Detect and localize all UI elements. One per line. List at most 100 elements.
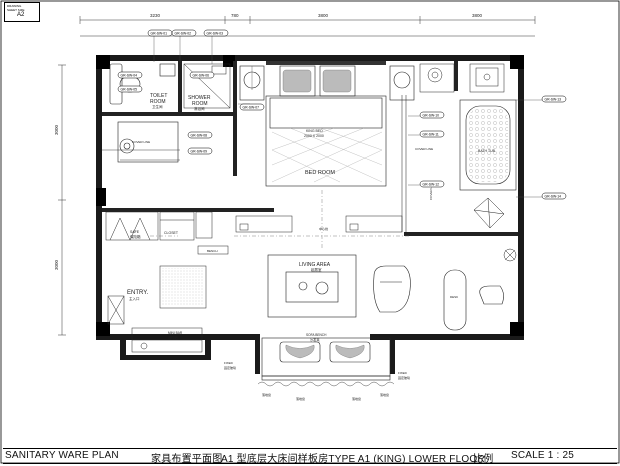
center-dash-lines [150,190,410,250]
bed-quilt-pattern [271,127,383,183]
top-dim-4: 3800 [472,13,483,18]
left-dim-2: 3000 [54,259,59,270]
scale-cn: 比例 [473,454,494,465]
entry-rug-fill [162,268,204,306]
fixture-tag: GR-SW-05 [117,85,143,93]
mini-bar-label: MINI BAR [168,331,183,335]
fixture-tag-label: GR-SW-10 [423,113,440,117]
closet-label: CLOSET [164,231,179,235]
shower-room-label2: ROOM [192,101,208,107]
window-label-2: 落地窗 [296,396,305,401]
fixed-glass-label-1: FIXED [224,361,234,365]
fixture-tag-label: GR-SW-03 [207,31,224,35]
bench-label: BENCH [207,249,218,253]
toilet-room-label: TOILET [150,93,167,99]
fixture-tag-label: GR-SW-14 [545,194,562,198]
cover-line-label-3: COVER LINE [429,182,433,200]
fixture-tag: GR-SW-10 [419,111,445,119]
room-type: A1 型底层大床间样板房TYPE A1 (KING) LOWER FLOOR [221,454,485,465]
living-rug [267,254,357,318]
window-label-3: 落地窗 [352,396,361,401]
center-line-label: 中心线 [319,226,328,231]
safe-label: SAFE [130,230,140,234]
leader-lines [153,36,546,198]
living-area-cn: 起居室 [311,267,322,272]
left-dimension-chain [58,64,66,336]
top-dim-3: 3800 [318,13,329,18]
bath-tub-label: BATH TUB [478,149,496,153]
entry-cn: 主入口 [129,296,140,301]
king-bed-size: 2000 X 2000 [304,134,324,138]
entry-rug [159,265,207,309]
fixture-tag: GR-SW-12 [419,180,445,188]
scale-value: SCALE 1 : 25 [511,450,574,461]
tv-console [235,215,403,233]
structural-columns [96,55,524,336]
sofa-bench-label: SOFA BENCH [306,333,327,337]
top-dim-1: 3230 [150,13,161,18]
fixture-tag: GR-SW-01 [147,29,173,37]
fixture-tag: GR-SW-02 [171,29,197,37]
bath-tub [459,99,517,191]
window-label-4: 落地窗 [380,392,389,397]
bed-headboard [266,61,386,65]
fixture-tag-label: GR-SW-12 [423,182,440,186]
king-bed [239,65,415,187]
decor-cabinet [473,197,517,262]
fixture-tag: GR-SW-11 [419,130,445,138]
interior-walls [102,61,518,236]
fixture-tag-label: GR-SW-05 [121,87,138,91]
desk-label: DESK [450,295,458,299]
left-dim-1: 3000 [54,124,59,135]
fixture-tag-label: GR-SW-01 [151,31,168,35]
fixture-tag: GR-SW-09 [187,147,213,155]
living-area-label: LIVING AREA [299,262,331,268]
fixture-tag: GR-SW-08 [187,131,213,139]
cover-line-label-2: COVER LINE [415,147,433,151]
fixture-tag: GR-SW-06 [189,71,215,79]
shower-room-cn: 淋浴间 [194,106,205,111]
fixture-tag-label: GR-SW-11 [423,132,439,136]
sheet-tag-line1: DRAWING [7,4,22,8]
armchair [373,265,411,313]
fixture-tag: GR-SW-14 [541,192,567,200]
toilet-fixtures [109,63,179,163]
cover-line-label-1: COVER LINE [132,140,150,144]
sheet-size-tag: DRAWING SHEET SIZE A2 [4,2,40,22]
sofa-bench-cn: 沙发凳 [310,337,320,342]
fixed-glass-cn-1: 固定玻璃 [224,365,236,370]
fixture-tag-label: GR-SW-02 [175,31,192,35]
fixture-tag: GR-SW-03 [203,29,229,37]
bench [197,245,229,255]
top-dim-2: 780 [231,13,239,18]
title-en: SANITARY WARE PLAN [5,450,119,461]
fixture-tag: GR-SW-04 [117,71,143,79]
king-bed-label: KING BED [306,129,323,133]
fixture-tag-label: GR-SW-13 [545,97,562,101]
closet-area [105,211,213,325]
sheet-tag-line2: SHEET SIZE [7,8,25,12]
safe-cn: 保险箱 [130,234,141,239]
fixture-tag-label: GR-SW-06 [193,73,210,77]
mini-bar-cn: 迷你吧 [168,335,178,340]
toilet-room-cn: 卫生间 [152,104,163,109]
desk [443,269,504,331]
title-block: SANITARY WARE PLAN 家具布置平面图 A1 型底层大床间样板房T… [3,448,617,465]
title-cn: 家具布置平面图 [151,454,223,465]
shower-room-label: SHOWER [188,95,211,101]
fixed-glass-label-2: FIXED [398,371,408,375]
fixture-tag-label: GR-SW-07 [243,105,260,109]
shower-fixture [183,63,231,109]
fixture-tag-label: GR-SW-08 [191,133,208,137]
window-curtain [257,381,395,387]
bath-tub-water [468,108,508,182]
fixture-tag: GR-SW-07 [239,103,265,111]
fixture-tag-label: GR-SW-09 [191,149,208,153]
sofa-cushions [285,344,365,359]
glass-partitions [102,95,407,232]
bed-pillows [282,69,352,93]
fixture-tag: GR-SW-13 [541,95,567,103]
mini-bar [131,327,203,353]
